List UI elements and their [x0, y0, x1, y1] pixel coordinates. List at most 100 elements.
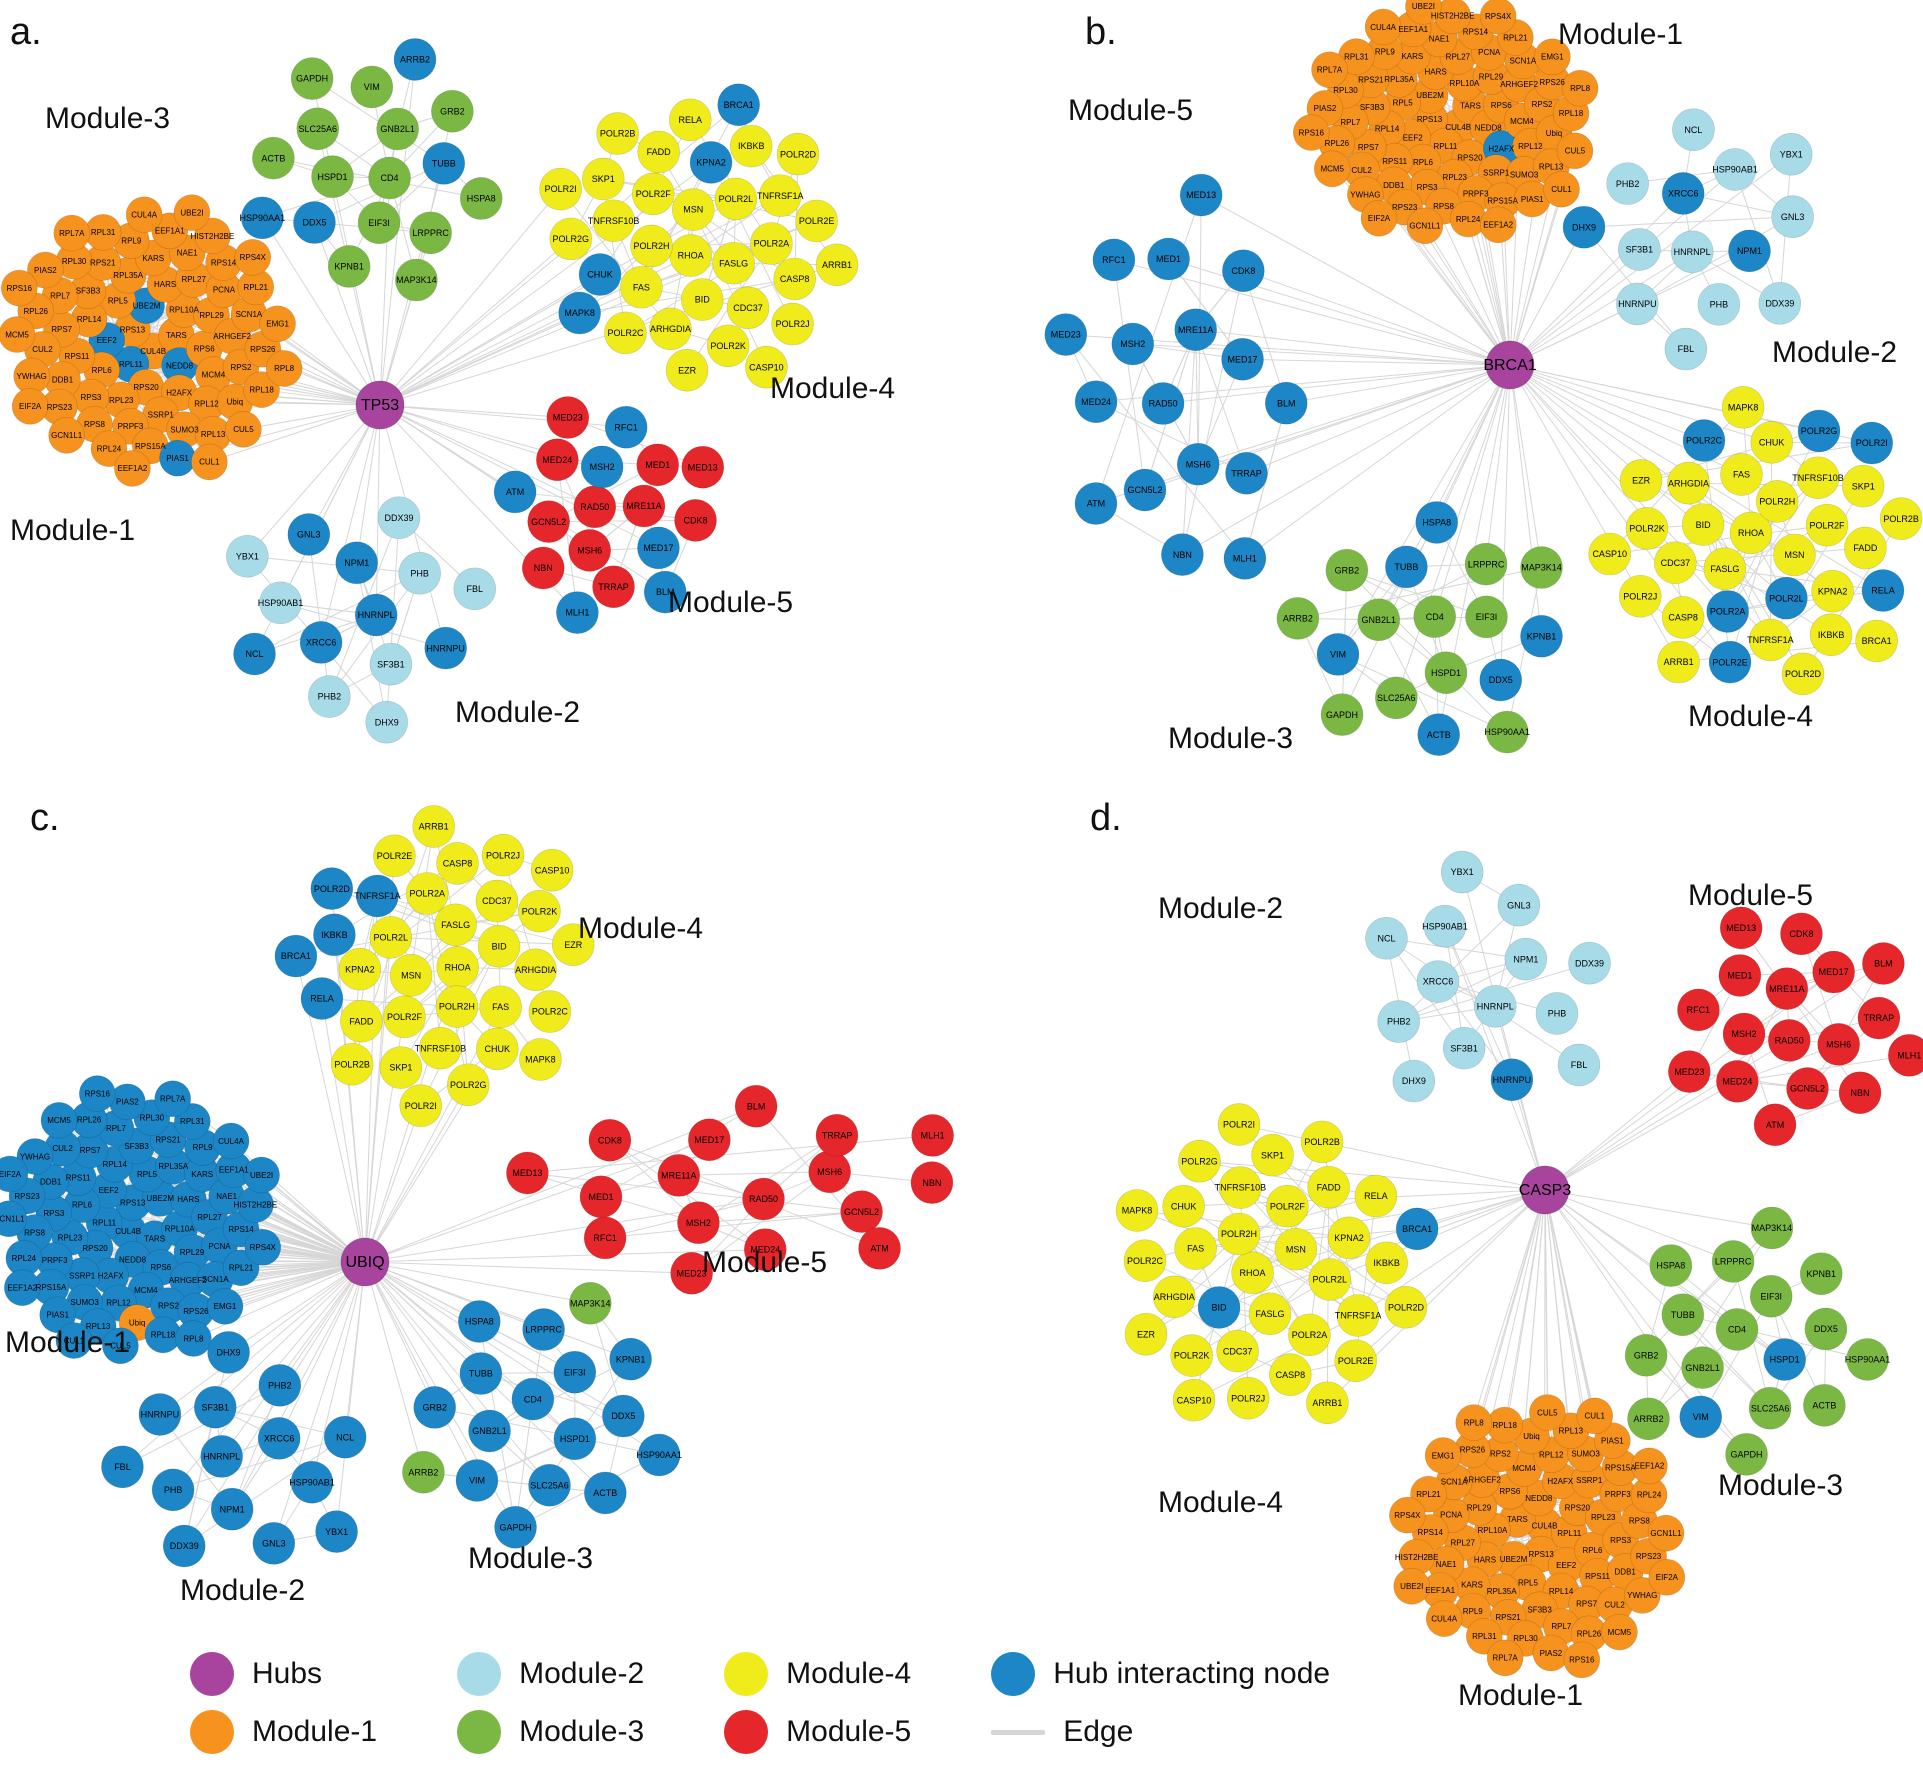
gene-label: VIM — [469, 1476, 485, 1486]
gene-label: MAP3K14 — [396, 275, 437, 285]
gene-label: POLR2C — [1686, 436, 1723, 446]
gene-label: EIF3I — [368, 218, 390, 228]
gene-node — [556, 591, 599, 634]
gene-node — [194, 217, 231, 255]
gene-label: CUL2 — [1604, 1601, 1625, 1610]
gene-node — [1804, 1307, 1848, 1351]
gene-label: RFC1 — [593, 1233, 617, 1243]
gene-node — [551, 923, 595, 966]
hub-edge — [1434, 364, 1511, 617]
gene-label: KARS — [142, 254, 164, 263]
gene-label: MED13 — [1726, 923, 1756, 933]
gene-node — [581, 157, 625, 201]
gene-label: RPL6 — [1413, 158, 1434, 167]
gene-label: ARRB1 — [822, 260, 852, 270]
gene-label: HARS — [177, 1195, 199, 1204]
gene-label: HIST2H2BE — [1395, 1553, 1439, 1562]
gene-node — [1728, 229, 1771, 273]
gene-node — [527, 500, 570, 543]
gene-node — [1879, 497, 1923, 540]
gene-label: DDX5 — [302, 218, 326, 228]
gene-node — [1568, 941, 1611, 985]
gene-label: RPS7 — [1576, 1600, 1597, 1609]
gene-node — [379, 1046, 423, 1089]
hub-edge — [159, 1261, 366, 1415]
edge — [426, 893, 441, 1049]
gene-node — [1375, 676, 1418, 720]
gene-node — [243, 1156, 280, 1194]
gene-node — [1763, 1338, 1806, 1381]
gene-node — [522, 1308, 565, 1351]
gene-label: RPS21 — [90, 258, 116, 267]
gene-label: HARS — [1425, 67, 1447, 76]
gene-node — [1725, 1433, 1768, 1476]
hub-node — [355, 380, 405, 430]
gene-label: HSP90AA1 — [1845, 1355, 1891, 1365]
edge — [698, 1211, 862, 1224]
gene-label: TRRAP — [822, 1130, 853, 1140]
gene-node — [1838, 1071, 1882, 1114]
gene-label: RPS20 — [82, 1244, 108, 1253]
gene-label: EMG1 — [214, 1302, 237, 1311]
gene-label: VIM — [364, 82, 380, 92]
gene-label: NPM1 — [1737, 246, 1762, 256]
edge — [1337, 653, 1508, 733]
gene-label: POLR2L — [1313, 1275, 1348, 1285]
gene-node — [1631, 1447, 1668, 1485]
gene-label: YBX1 — [236, 551, 259, 561]
gene-node — [1178, 1139, 1221, 1183]
gene-label: KPNA2 — [1818, 586, 1848, 596]
gene-label: EEF2 — [1556, 1561, 1577, 1570]
gene-label: HSPA8 — [467, 194, 496, 204]
gene-label: VIM — [1693, 1412, 1709, 1422]
gene-node — [459, 177, 503, 220]
gene-node — [911, 1114, 954, 1157]
gene-label: FADD — [647, 147, 672, 157]
gene-label: RPS11 — [66, 1174, 91, 1183]
gene-label: RAD50 — [749, 1194, 778, 1204]
hub-edge — [1198, 364, 1511, 465]
gene-label: CDC37 — [733, 303, 763, 313]
gene-label: SF3B3 — [1360, 103, 1385, 112]
gene-label: RPL13 — [86, 1322, 111, 1331]
hub-edge — [246, 404, 381, 557]
gene-node — [1753, 1103, 1797, 1147]
gene-node — [1336, 1294, 1380, 1337]
gene-node — [313, 913, 356, 957]
gene-label: PCNA — [208, 1242, 231, 1251]
legend-label: Module-4 — [786, 1657, 912, 1690]
hub-label: BRCA1 — [1483, 357, 1536, 374]
gene-node — [1654, 541, 1697, 585]
gene-node — [1809, 613, 1853, 657]
gene-node — [1222, 249, 1265, 293]
gene-node — [1682, 419, 1726, 462]
gene-label: RPL5 — [137, 1170, 158, 1179]
hub-edge — [364, 1261, 631, 1360]
gene-node — [745, 345, 788, 389]
gene-label: GNB2L1 — [1361, 615, 1396, 625]
gene-label: PIAS1 — [1601, 1436, 1624, 1445]
hub-edge — [1182, 364, 1511, 556]
gene-node — [1797, 409, 1841, 453]
gene-label: PRPF3 — [1463, 189, 1489, 198]
gene-node — [398, 551, 441, 595]
gene-label: PHB — [1548, 1009, 1567, 1019]
hub-edge — [1355, 1189, 1546, 1362]
gene-label: RPS2 — [231, 363, 252, 372]
gene-node — [1803, 1384, 1846, 1427]
gene-node — [671, 188, 715, 231]
gene-label: KARS — [191, 1170, 213, 1179]
gene-node — [27, 251, 64, 289]
gene-label: MSN — [1286, 1244, 1306, 1254]
gene-label: PCNA — [213, 286, 236, 295]
gene-node — [234, 239, 272, 276]
gene-label: RPS13 — [1417, 115, 1443, 124]
gene-label: RPL18 — [1559, 109, 1584, 118]
gene-label: DHX9 — [375, 717, 399, 727]
gene-label: CDK8 — [684, 516, 708, 526]
hub-edge — [1200, 194, 1511, 366]
gene-node — [368, 156, 411, 200]
gene-label: BRCA1 — [1402, 1224, 1432, 1234]
gene-label: SCN1A — [1441, 1478, 1468, 1487]
gene-label: ACTB — [1812, 1400, 1836, 1410]
